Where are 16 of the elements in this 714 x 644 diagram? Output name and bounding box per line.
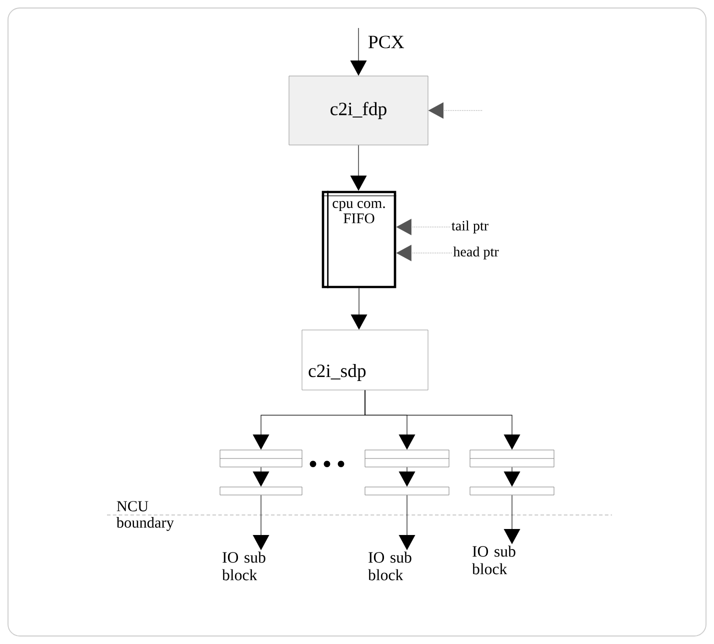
block-label: IO sub block	[222, 552, 266, 580]
pointer-label: head ptr	[453, 246, 499, 260]
block-label: IO sub block	[472, 546, 516, 574]
register-bar	[470, 486, 554, 496]
register-bar	[470, 450, 554, 468]
register-bar	[220, 450, 302, 468]
edge-label: PCX	[368, 36, 404, 48]
register-bar	[364, 450, 450, 468]
register-bar	[220, 486, 302, 496]
boundary-label: NCU boundary	[116, 501, 174, 531]
process-box: c2i_sdp	[302, 330, 428, 390]
register-bar	[364, 486, 450, 496]
process-box: c2i_fdp	[288, 76, 428, 146]
pointer-label: tail ptr	[452, 220, 488, 234]
block-label: IO sub block	[368, 552, 412, 580]
fifo-box: cpu com. FIFO	[321, 190, 397, 288]
